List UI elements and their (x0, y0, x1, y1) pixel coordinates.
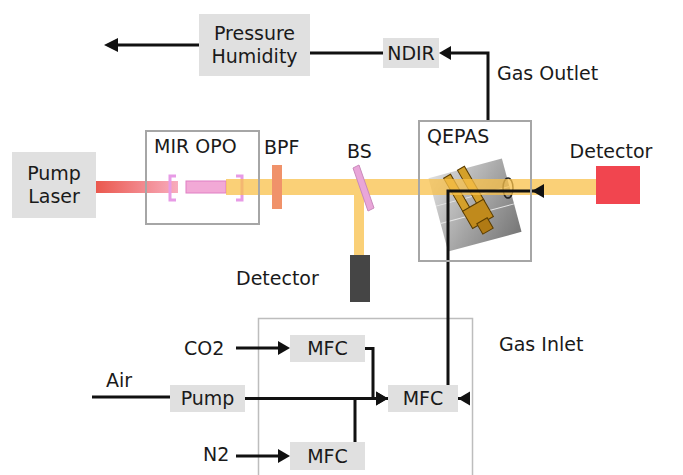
part-label: N2 (203, 443, 229, 466)
flow-controller: MFC (290, 442, 365, 470)
gas-line (439, 46, 488, 120)
part-label: BPF (264, 136, 299, 159)
qepas-cell (428, 158, 521, 251)
node-label: Pump Laser (15, 162, 93, 208)
node-label: Pump (181, 387, 235, 410)
gas-line (365, 349, 388, 406)
opo-mirror (170, 176, 176, 200)
detector: Detector (566, 140, 656, 208)
band-pass-filter (272, 165, 282, 209)
pump-beam (96, 181, 178, 193)
pump-box: Pump (170, 385, 245, 412)
laser-box: Pump Laser (12, 152, 96, 218)
tuning-fork (444, 166, 499, 237)
node-label: Detector (566, 140, 656, 163)
node-label: MIR OPO (154, 135, 251, 158)
part-label: CO2 (184, 337, 224, 360)
node-label: Pressure Humidity (202, 22, 307, 68)
flow-controller: MFC (388, 385, 458, 412)
opo-frame: MIR OPO (145, 130, 260, 225)
flow-controller: MFC (290, 335, 365, 362)
flow-label: Gas Inlet (497, 333, 585, 356)
gas-line (310, 53, 383, 54)
detector: Detector (236, 255, 370, 302)
node-label: QEPAS (427, 125, 523, 148)
flow-label: Gas Outlet (495, 62, 600, 85)
detector-body (350, 255, 370, 302)
analyzer-box: NDIR (383, 38, 439, 68)
opo-crystal (186, 181, 226, 193)
sensor-box: Pressure Humidity (199, 14, 310, 76)
beam-splitter (353, 165, 374, 211)
co2-supply-arrow (236, 341, 290, 355)
n2-supply-arrow (236, 449, 290, 463)
node-label: Detector (236, 267, 350, 290)
part-label: BS (347, 140, 372, 163)
node-label: MFC (403, 387, 444, 410)
reference-beam (354, 195, 364, 255)
node-label: MFC (307, 445, 348, 468)
detector-body (596, 166, 640, 204)
part-label: Air (106, 369, 132, 392)
cell-frame: QEPAS (418, 120, 532, 262)
air-supply-line (92, 397, 170, 398)
gas-control-frame (259, 319, 473, 475)
node-label: MFC (307, 337, 348, 360)
node-label: NDIR (387, 42, 435, 65)
exhaust-arrow (104, 38, 199, 52)
